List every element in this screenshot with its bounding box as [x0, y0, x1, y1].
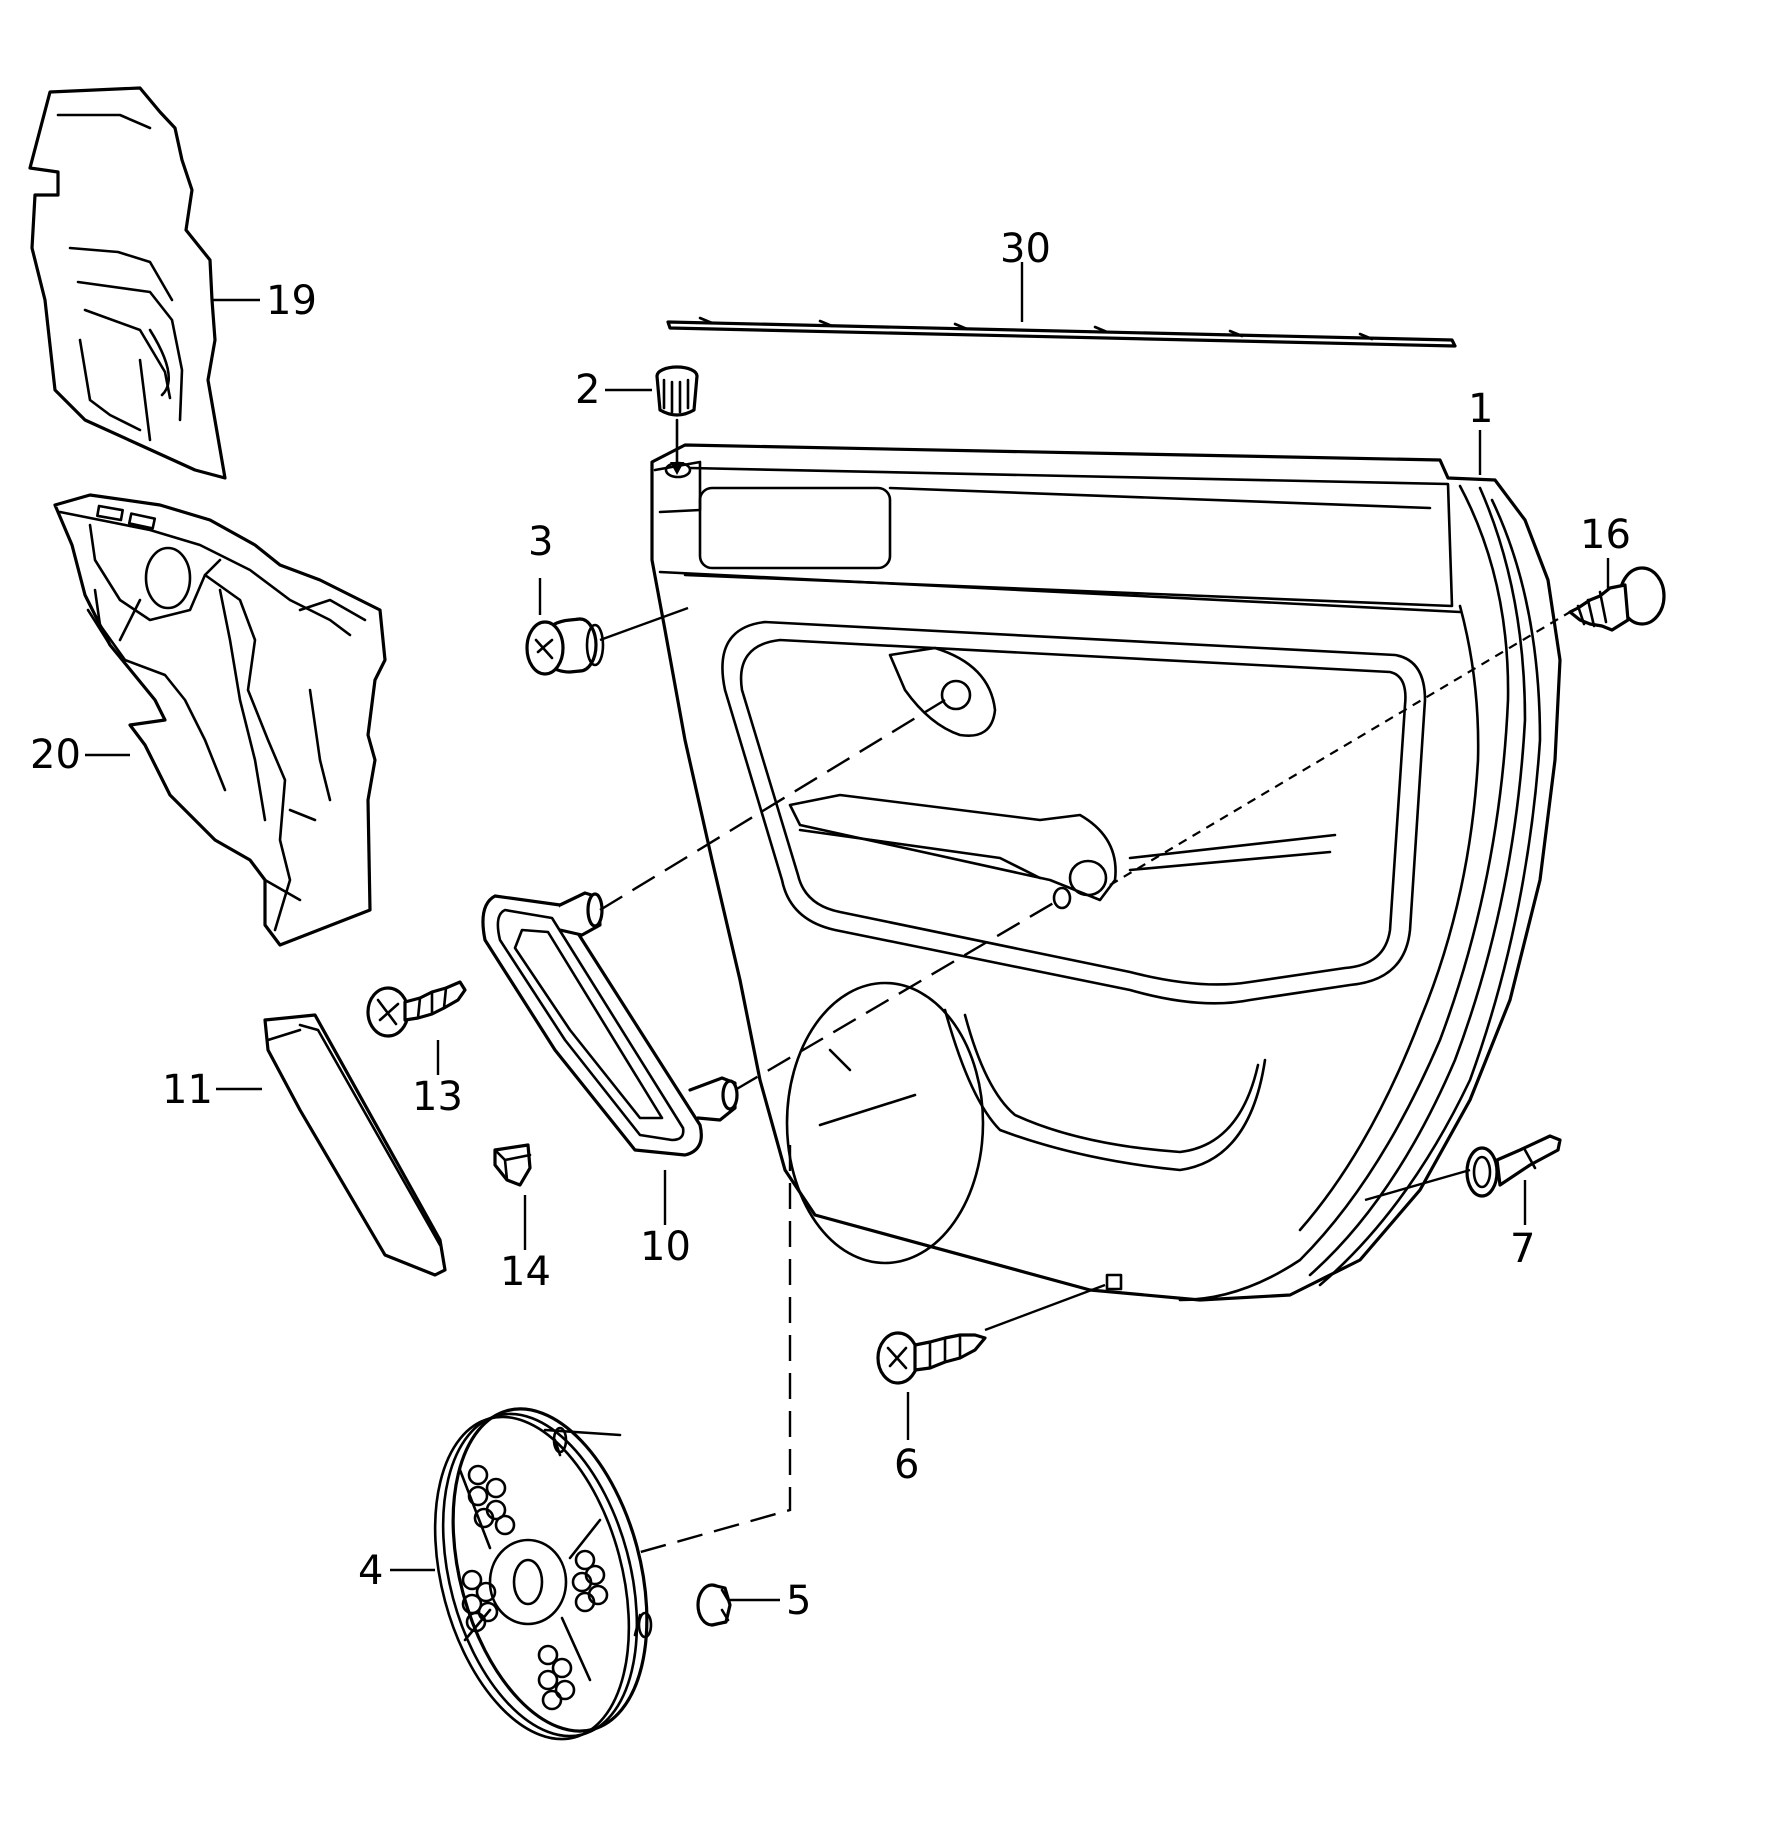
callout-2: 2	[575, 367, 600, 413]
callout-13: 13	[412, 1074, 463, 1120]
part-16-screw	[1568, 566, 1666, 632]
part-19-insulation-upper	[28, 86, 227, 480]
callout-20: 20	[30, 732, 81, 778]
part-11-trim-strip	[263, 1013, 447, 1277]
leader-lines	[85, 262, 1610, 1602]
part-14-clip	[493, 1143, 532, 1187]
callout-11: 11	[162, 1067, 213, 1113]
part-7-rivet	[1465, 1134, 1562, 1198]
part-3-knob	[525, 617, 605, 676]
part-20-insulation-lower	[53, 493, 387, 947]
part-2-plug	[655, 365, 699, 475]
callout-14: 14	[500, 1249, 551, 1295]
part-30-seal-strip	[666, 316, 1457, 348]
callout-16: 16	[1580, 512, 1631, 558]
callout-10: 10	[640, 1224, 691, 1270]
part-1-door-trim-panel	[650, 443, 1562, 1302]
callout-3: 3	[528, 519, 553, 565]
callout-1: 1	[1468, 386, 1493, 432]
callout-30: 30	[1000, 226, 1051, 272]
part-6-screw	[876, 1331, 987, 1385]
callout-4: 4	[358, 1548, 383, 1594]
assembly-guide-lines	[599, 611, 1571, 1557]
callout-labels: 30 2 1 3 16 19 20 11 13 10 14 7 6 4 5	[30, 226, 1631, 1624]
part-10-pull-handle	[481, 891, 739, 1157]
part-5-cap	[696, 1583, 732, 1627]
part-4-speaker-grille	[433, 1407, 653, 1741]
callout-6: 6	[894, 1442, 919, 1488]
callout-7: 7	[1510, 1226, 1535, 1272]
callout-19: 19	[266, 278, 317, 324]
grille-holes	[461, 1464, 609, 1711]
part-13-screw	[366, 980, 467, 1038]
callout-5: 5	[786, 1578, 811, 1624]
